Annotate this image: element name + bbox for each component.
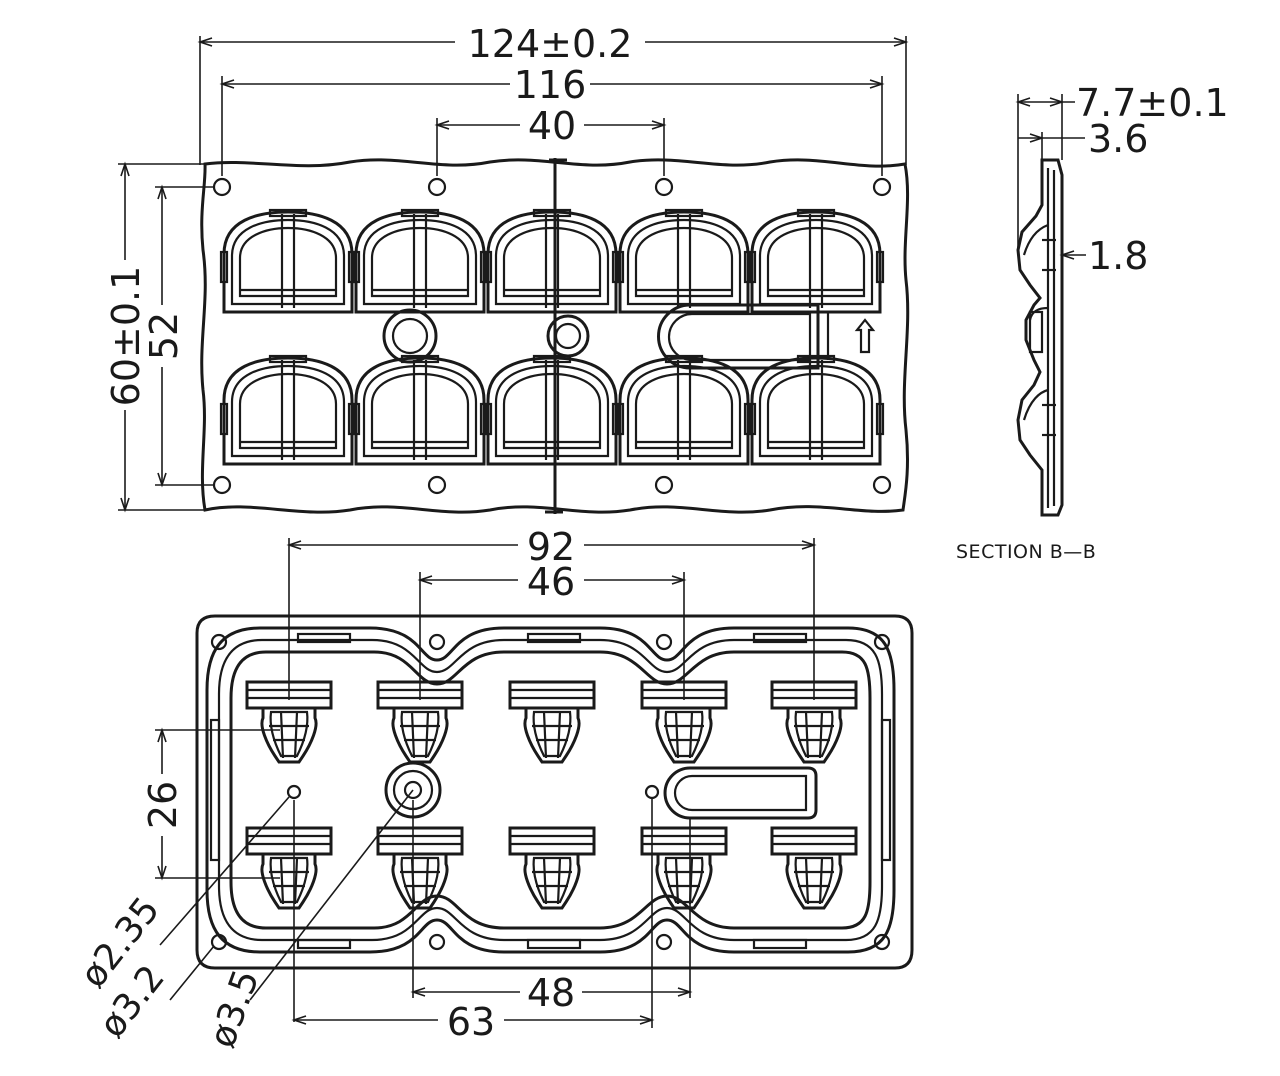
top-view-center-bosses: [382, 308, 590, 364]
dim-hole-span-height: 52: [142, 312, 186, 360]
lens-cell: [219, 208, 357, 314]
lens-back: [376, 826, 464, 910]
lens-back: [508, 826, 596, 910]
top-view-slot: [657, 303, 830, 370]
pin-hole-left: [286, 784, 302, 800]
dim-wall: 1.8: [1088, 234, 1148, 278]
gasket-track-mid: [217, 638, 884, 942]
lens-cell: [747, 354, 885, 466]
bottom-view-slot: [663, 766, 818, 820]
lens-back: [640, 826, 728, 910]
gasket-track-outer: [205, 626, 896, 954]
bottom-view-dimensions: 92 46 26 ø2.35 ø3.2 ø3.5 48: [73, 525, 817, 1054]
section-label: SECTION B—B: [956, 541, 1096, 563]
up-arrow-icon: [854, 318, 876, 354]
lens-back: [245, 826, 333, 910]
lens-cell: [483, 208, 621, 314]
gasket-tabs: [209, 632, 892, 950]
bottom-view-lens-array: [245, 680, 858, 910]
lens-cell: [615, 208, 753, 314]
lens-cell: [747, 208, 885, 314]
top-view-plate-outline: [200, 158, 910, 514]
dim-hole-offset-2: 63: [447, 1000, 495, 1044]
lens-back: [508, 680, 596, 764]
side-view-dimensions: 7.7±0.1 3.6 1.8 SECTION B—B: [956, 81, 1229, 563]
bottom-view: [195, 614, 914, 970]
lens-cell: [219, 354, 357, 466]
lens-back: [770, 826, 858, 910]
lens-cell: [351, 208, 489, 314]
dim-center-hole: ø3.5: [202, 965, 268, 1054]
bottom-view-mounting-holes: [210, 633, 891, 951]
dim-inner-pin-span: 46: [527, 560, 575, 604]
dim-overall-width: 124±0.2: [468, 22, 633, 66]
dim-overall-height: 60±0.1: [104, 266, 148, 407]
dim-thickness: 7.7±0.1: [1076, 81, 1229, 125]
dim-row-pitch: 26: [141, 781, 185, 829]
side-view-body: [1016, 158, 1064, 517]
pin-hole-right: [644, 784, 660, 800]
dim-outer-pin-span: 92: [527, 525, 575, 569]
top-view: [200, 158, 910, 514]
bottom-view-plate-outline: [195, 614, 914, 970]
lens-cell: [615, 354, 753, 466]
dim-hole-offset-1: 48: [527, 971, 575, 1015]
lens-cell: [483, 354, 621, 466]
top-view-lens-array: [219, 208, 885, 466]
side-view-section: [1016, 158, 1064, 517]
dim-hole-pitch: 40: [528, 104, 576, 148]
top-view-dimensions: 124±0.2 116 40 60±0.1 52: [104, 22, 909, 513]
dim-step: 3.6: [1088, 117, 1148, 161]
dim-hole-span-width: 116: [514, 63, 587, 107]
top-view-mounting-holes: [212, 177, 892, 495]
gasket-track-inner: [229, 650, 872, 930]
lens-cell: [351, 354, 489, 466]
